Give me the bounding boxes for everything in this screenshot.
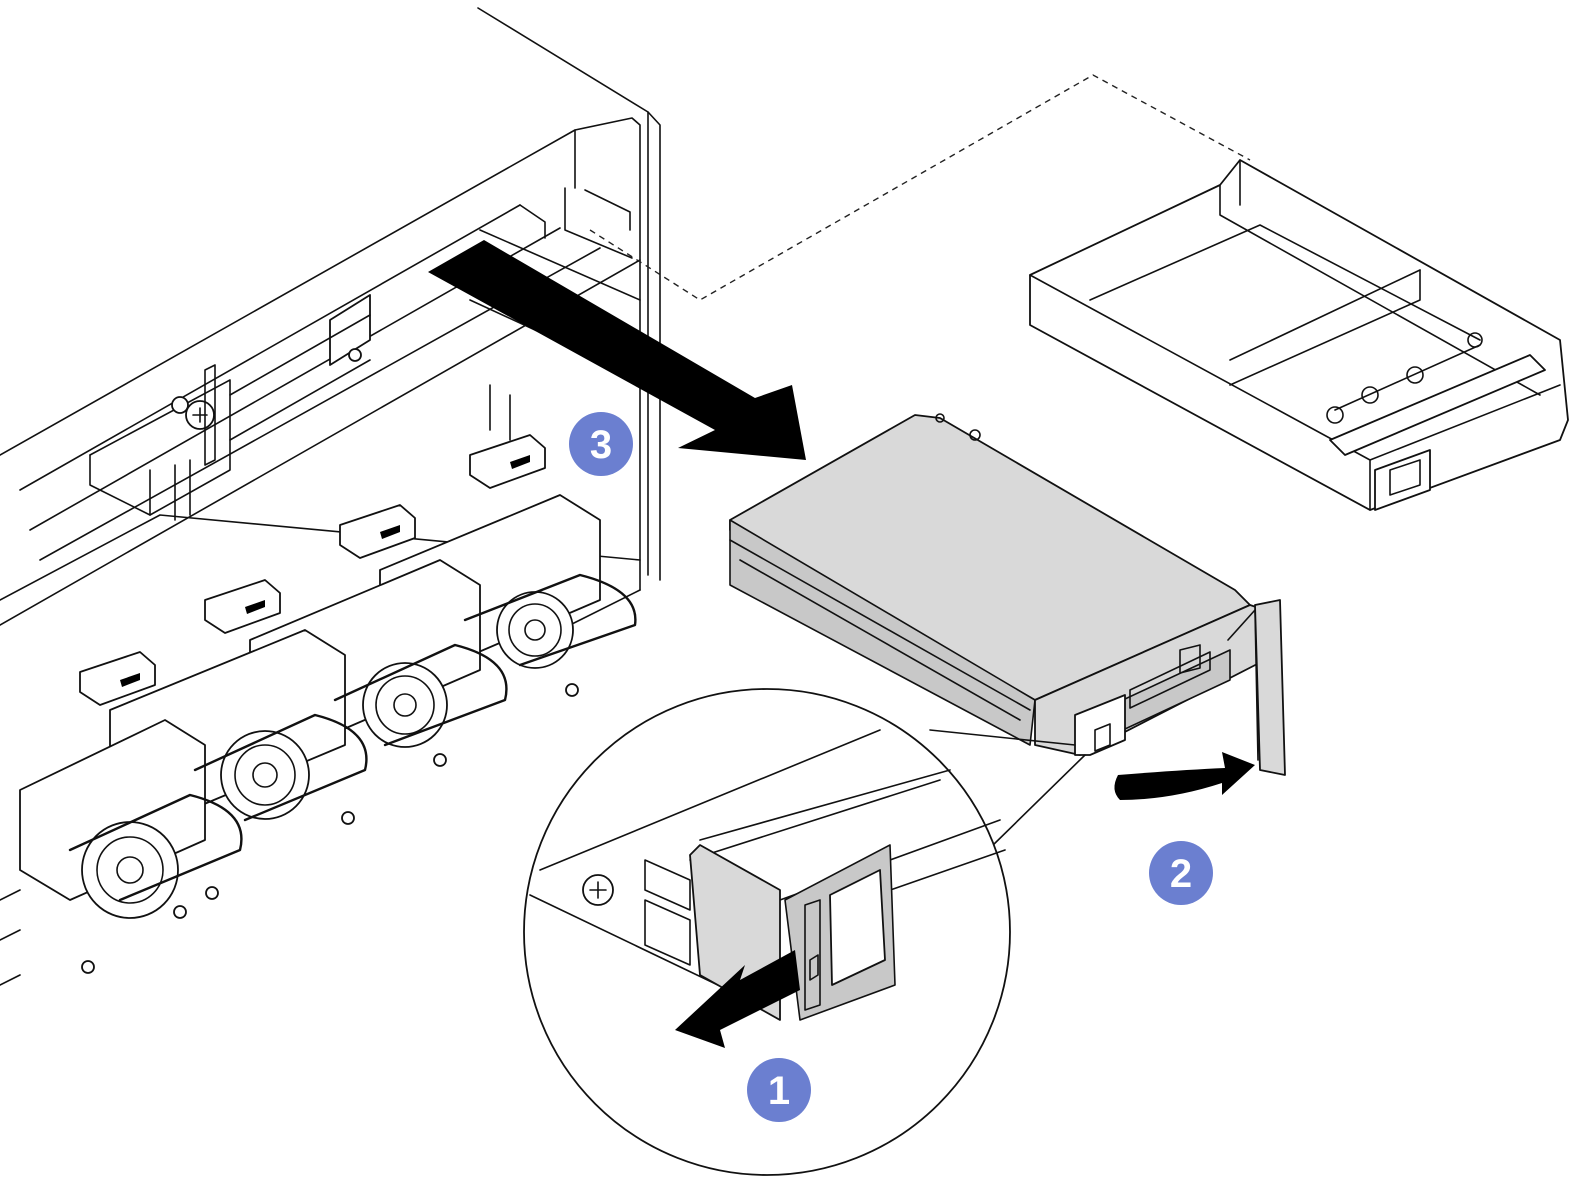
guide-dashed-line xyxy=(589,74,1251,301)
callout-2-label: 2 xyxy=(1170,852,1192,896)
callout-3: 3 xyxy=(569,412,633,476)
callout-3-label: 3 xyxy=(590,423,612,467)
callout-1: 1 xyxy=(747,1058,811,1122)
psu-row xyxy=(0,434,637,986)
handle-open-arrow-icon xyxy=(1118,752,1255,800)
pull-latch-arrow-icon xyxy=(675,950,800,1048)
drive-bay-filler-icon xyxy=(1029,159,1569,511)
hot-swap-drive-icon xyxy=(729,413,1286,776)
removal-arrow-icon xyxy=(428,240,806,460)
release-latch-detail-icon xyxy=(523,688,1086,1176)
callout-2: 2 xyxy=(1149,841,1213,905)
callout-1-label: 1 xyxy=(768,1069,790,1113)
